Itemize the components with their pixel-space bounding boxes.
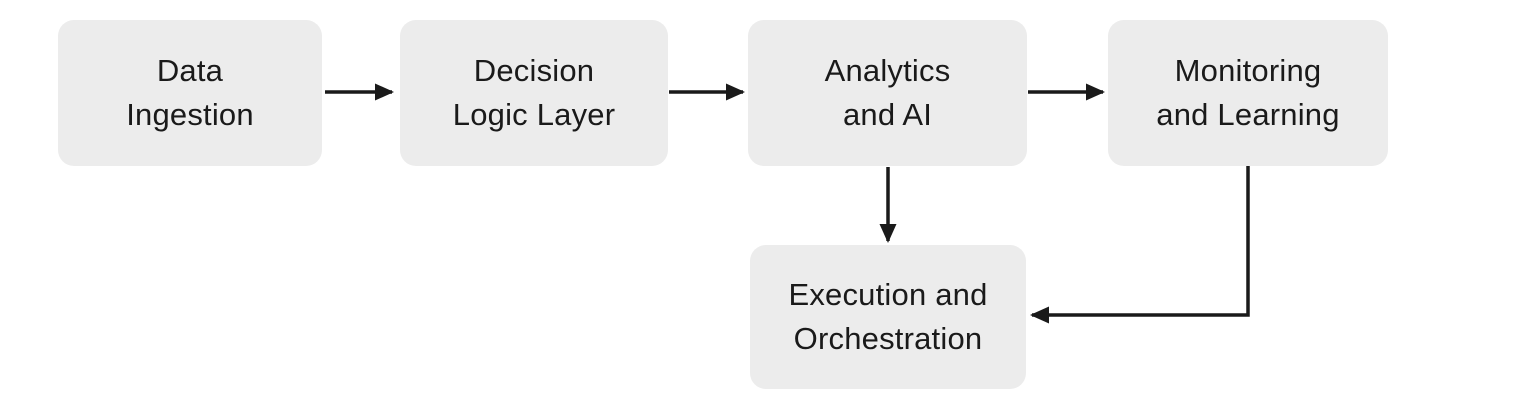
node-data-ingestion: Data Ingestion [58, 20, 322, 166]
node-monitoring-and-learning: Monitoring and Learning [1108, 20, 1388, 166]
node-label-line: and Learning [1156, 97, 1340, 132]
node-label-line: Ingestion [126, 97, 254, 132]
node-decision-logic-layer: Decision Logic Layer [400, 20, 668, 166]
node-label-line: Orchestration [793, 321, 983, 356]
node-execution-and-orchestration: Execution and Orchestration [750, 245, 1026, 389]
node-label-line: Logic Layer [452, 97, 616, 132]
node-label-line: Analytics [824, 53, 951, 88]
node-label-line: Execution and [788, 277, 988, 312]
node-label-line: and AI [842, 97, 933, 132]
node-label-line: Monitoring [1174, 53, 1322, 88]
node-label-line: Data [156, 53, 224, 88]
node-label-line: Decision [473, 53, 595, 88]
arrow-monitoring-to-execution [1030, 166, 1250, 324]
node-analytics-and-ai: Analytics and AI [748, 20, 1027, 166]
